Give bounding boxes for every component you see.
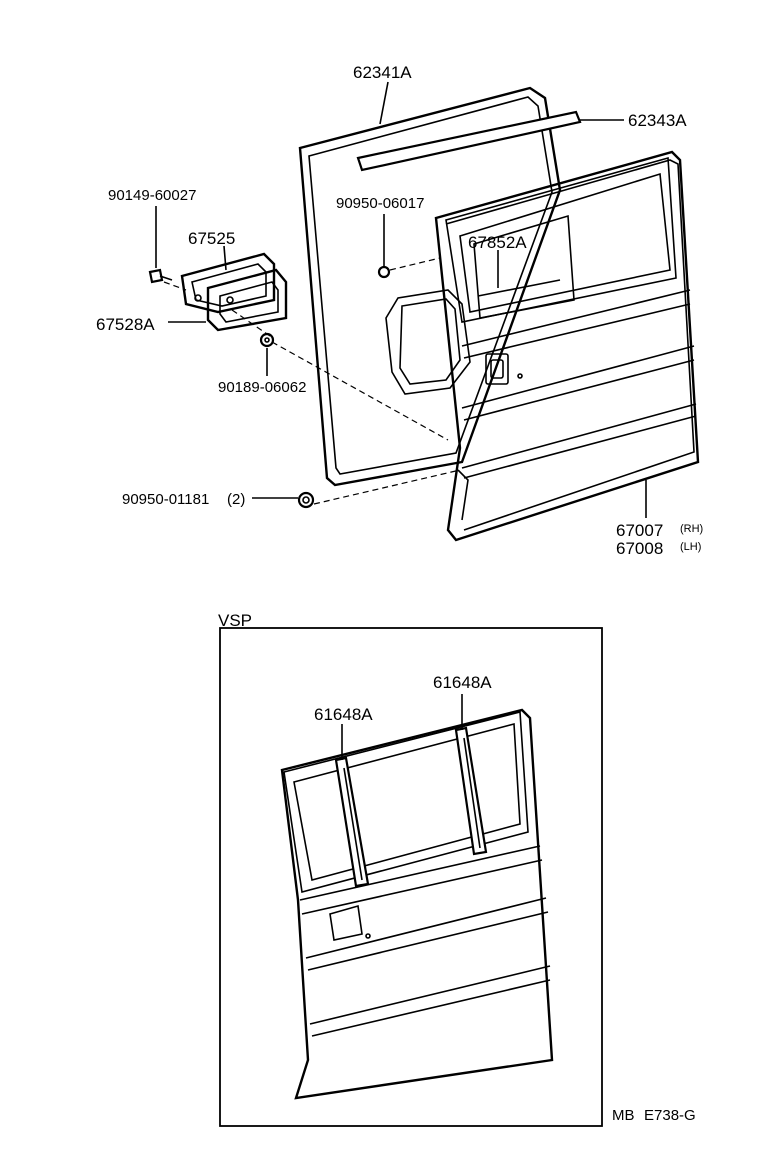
door-panel-67007 xyxy=(434,150,700,542)
label-grommet-qty: (2) xyxy=(227,491,245,508)
bolt-90149-60027 xyxy=(148,268,173,284)
label-90149-60027: 90149-60027 xyxy=(108,187,196,204)
belt-molding-62343A xyxy=(356,110,582,172)
assembly-lines xyxy=(163,257,461,505)
footer-code-right: E738-G xyxy=(644,1107,696,1124)
leader-lines xyxy=(155,81,647,518)
label-90950-01181: 90950-01181 xyxy=(122,491,209,508)
grommet-90950-01181 xyxy=(297,491,315,509)
service-hole-cover-67852A xyxy=(385,289,471,395)
vsp-title: VSP xyxy=(218,611,252,630)
division-bar-left-61648A xyxy=(334,756,370,888)
nut-90950-06017 xyxy=(377,265,391,279)
label-62341A: 62341A xyxy=(353,63,412,82)
label-67525: 67525 xyxy=(188,229,235,248)
label-67852A: 67852A xyxy=(468,233,527,252)
label-rh: (RH) xyxy=(680,523,703,535)
clip-90189-06062 xyxy=(259,332,275,348)
label-67008: 67008 xyxy=(616,539,663,558)
weatherstrip-62341A xyxy=(298,86,562,487)
footer-code-left: MB xyxy=(612,1107,635,1124)
inset-leader-lines xyxy=(341,694,463,760)
vsp-inset-frame xyxy=(219,627,603,1127)
label-90189-06062: 90189-06062 xyxy=(218,379,306,396)
vsp-door-panel xyxy=(280,708,554,1100)
label-61648A-right: 61648A xyxy=(433,673,492,692)
division-bar-right-61648A xyxy=(454,726,488,856)
label-62343A: 62343A xyxy=(628,111,687,130)
label-lh: (LH) xyxy=(680,541,701,553)
label-90950-06017: 90950-06017 xyxy=(336,195,424,212)
handle-pad-67528A xyxy=(194,268,288,332)
label-67528A: 67528A xyxy=(96,315,155,334)
label-67007: 67007 xyxy=(616,521,663,540)
label-61648A-left: 61648A xyxy=(314,705,373,724)
